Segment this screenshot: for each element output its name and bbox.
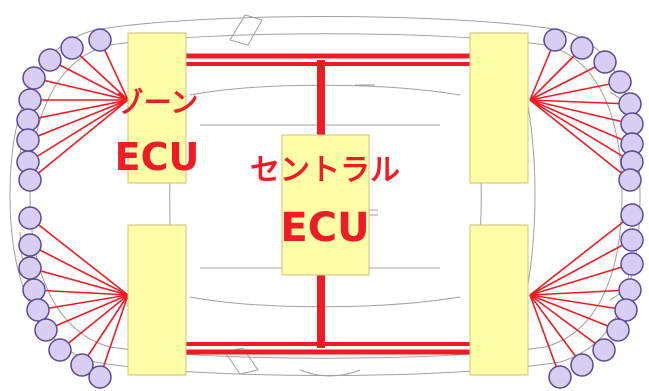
sensor-node-rear-left-9 — [88, 365, 112, 389]
central-ecu-label-line2: ECU — [280, 205, 369, 251]
wire-rear-left-3 — [29, 267, 129, 296]
wire-front-right-4 — [529, 81, 621, 101]
zone-ecu-label-line1: ゾーン — [116, 86, 199, 119]
ecu-labels: ゾーン ECU セントラル ECU — [115, 86, 400, 251]
sensor-node-front-left-6 — [16, 108, 40, 132]
wire-front-left-6 — [27, 99, 129, 121]
wire-front-right-2 — [529, 47, 583, 101]
sensor-node-rear-right-8 — [570, 353, 594, 377]
trunk-wiring — [185, 53, 470, 355]
wire-rear-right-4 — [529, 289, 631, 296]
zone-ecu-front-left — [127, 32, 187, 184]
sensor-node-rear-left-6 — [34, 318, 58, 342]
sensor-node-front-right-4 — [608, 70, 632, 94]
wire-front-left-9 — [29, 99, 129, 181]
sensor-node-front-left-9 — [18, 168, 42, 192]
wire-rear-right-8 — [529, 294, 583, 366]
central-ecu — [281, 134, 370, 276]
wire-front-right-8 — [529, 99, 633, 163]
sensor-node-front-left-4 — [22, 66, 46, 90]
sensor-node-rear-left-1 — [18, 206, 42, 230]
wire-front-left-4 — [33, 77, 129, 101]
zone-ecu-front-right — [469, 32, 529, 184]
wire-front-left-3 — [49, 59, 129, 101]
sensor-node-front-right-3 — [593, 50, 617, 74]
sensor-node-rear-left-2 — [18, 233, 42, 257]
sensor-node-front-left-1 — [88, 28, 112, 52]
wire-rear-right-7 — [529, 294, 605, 351]
sensor-node-rear-left-5 — [26, 298, 50, 322]
wire-front-right-3 — [529, 61, 606, 101]
sensor-node-front-right-2 — [570, 36, 594, 60]
zone-ecu-rear-left — [127, 224, 187, 376]
wire-rear-left-2 — [29, 244, 129, 296]
wire-front-right-6 — [529, 99, 633, 125]
wire-front-right-5 — [529, 99, 631, 105]
sensor-node-front-left-5 — [18, 88, 42, 112]
wire-rear-left-8 — [81, 294, 129, 366]
sensor-node-rear-right-7 — [592, 338, 616, 362]
sensor-node-front-left-7 — [16, 128, 40, 152]
wire-rear-right-1 — [529, 214, 633, 296]
sensor-node-front-right-5 — [618, 92, 642, 116]
ecu-boxes — [127, 32, 529, 376]
sensor-node-front-left-2 — [60, 36, 84, 60]
wire-rear-left-9 — [99, 294, 129, 378]
wire-rear-left-4 — [33, 289, 129, 296]
wire-front-right-7 — [529, 99, 633, 145]
wire-rear-right-3 — [529, 263, 633, 296]
sensor-node-rear-left-8 — [70, 353, 94, 377]
wire-front-left-8 — [27, 99, 129, 163]
wire-front-right-9 — [529, 99, 631, 181]
wire-rear-right-5 — [529, 294, 627, 311]
zone-ecu-label-line2: ECU — [115, 135, 200, 179]
sensor-node-front-left-3 — [38, 48, 62, 72]
sensor-node-rear-right-5 — [614, 298, 638, 322]
wire-rear-right-2 — [529, 239, 633, 296]
sensor-node-rear-right-9 — [548, 365, 572, 389]
wire-front-left-2 — [71, 47, 129, 101]
sensor-node-rear-left-3 — [18, 256, 42, 280]
central-ecu-label-line1: セントラル — [250, 153, 400, 188]
sensor-node-rear-right-6 — [606, 318, 630, 342]
wire-rear-right-9 — [529, 294, 561, 378]
sensor-wires — [27, 39, 633, 378]
wire-rear-left-7 — [59, 294, 129, 351]
wire-rear-left-5 — [37, 294, 129, 311]
sensor-node-rear-left-7 — [48, 338, 72, 362]
sensor-node-front-right-1 — [543, 28, 567, 52]
sensor-nodes — [16, 28, 644, 389]
zone-ecu-rear-right — [469, 224, 529, 376]
wire-rear-right-6 — [529, 294, 619, 331]
sensor-node-rear-left-4 — [22, 278, 46, 302]
sensor-node-rear-right-4 — [618, 278, 642, 302]
sensor-node-rear-right-3 — [620, 252, 644, 276]
sensor-node-rear-right-1 — [620, 203, 644, 227]
wire-front-left-7 — [27, 99, 129, 141]
sensor-node-rear-right-2 — [620, 228, 644, 252]
sensor-node-front-right-9 — [618, 168, 642, 192]
wire-rear-left-6 — [45, 294, 129, 331]
wire-rear-left-1 — [29, 217, 129, 296]
sensor-node-front-right-6 — [620, 112, 644, 136]
